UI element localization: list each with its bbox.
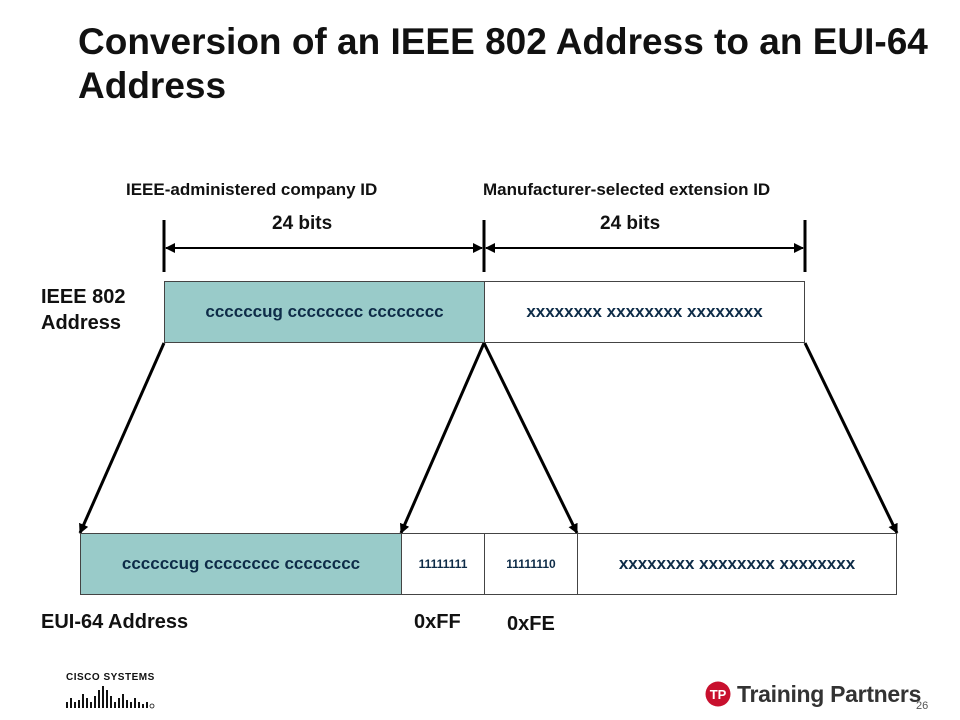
ieee802-extension-bits: xxxxxxxx xxxxxxxx xxxxxxxx — [526, 302, 763, 321]
eui64-company-bits: ccccccug cccccccc cccccccc — [121, 554, 361, 573]
eui64-company-box: ccccccug cccccccc cccccccc — [80, 533, 402, 595]
ieee802-label-line1: IEEE 802 — [41, 286, 126, 308]
training-partners-icon: TP — [705, 681, 731, 707]
eui64-extension-box: xxxxxxxx xxxxxxxx xxxxxxxx — [577, 533, 897, 595]
company-id-label: IEEE-administered company ID — [126, 180, 378, 199]
training-partners-text: Training Partners — [737, 680, 922, 707]
ieee802-company-bits: ccccccug cccccccc cccccccc — [205, 302, 444, 321]
bits-right-label: 24 bits — [600, 213, 661, 234]
eui64-ff-box: 11111111 — [401, 533, 485, 595]
ieee802-label: IEEE 802 Address — [41, 284, 126, 336]
eui64-fe-bits: 11111110 — [506, 557, 556, 571]
extension-id-label: Manufacturer-selected extension ID — [483, 180, 771, 199]
ieee802-label-line2: Address — [41, 312, 122, 334]
eui64-extension-bits: xxxxxxxx xxxxxxxx xxxxxxxx — [618, 554, 856, 573]
map-arrow-1 — [78, 342, 166, 534]
slide-title: Conversion of an IEEE 802 Address to an … — [78, 21, 928, 106]
cisco-logo: Cisco Systems — [66, 672, 166, 714]
eui64-fe-box: 11111110 — [484, 533, 578, 595]
cisco-logo-text: Cisco Systems — [66, 672, 155, 683]
eui64-ff-bits: 11111111 — [418, 557, 468, 571]
ff-label: 0xFF — [414, 611, 461, 633]
svg-text:TP: TP — [710, 687, 727, 702]
fe-label: 0xFE — [507, 613, 555, 635]
map-arrow-4 — [803, 342, 899, 534]
eui64-label: EUI-64 Address — [41, 611, 189, 633]
training-partners-logo: TP Training Partners — [705, 679, 921, 709]
map-arrow-2 — [399, 342, 486, 534]
map-arrow-3 — [482, 342, 579, 534]
cisco-bars-icon — [66, 686, 155, 709]
page-number: 26 — [916, 700, 929, 712]
ieee802-company-box: ccccccug cccccccc cccccccc — [164, 281, 485, 343]
bits-left-label: 24 bits — [272, 213, 333, 234]
ieee802-extension-box: xxxxxxxx xxxxxxxx xxxxxxxx — [484, 281, 805, 343]
